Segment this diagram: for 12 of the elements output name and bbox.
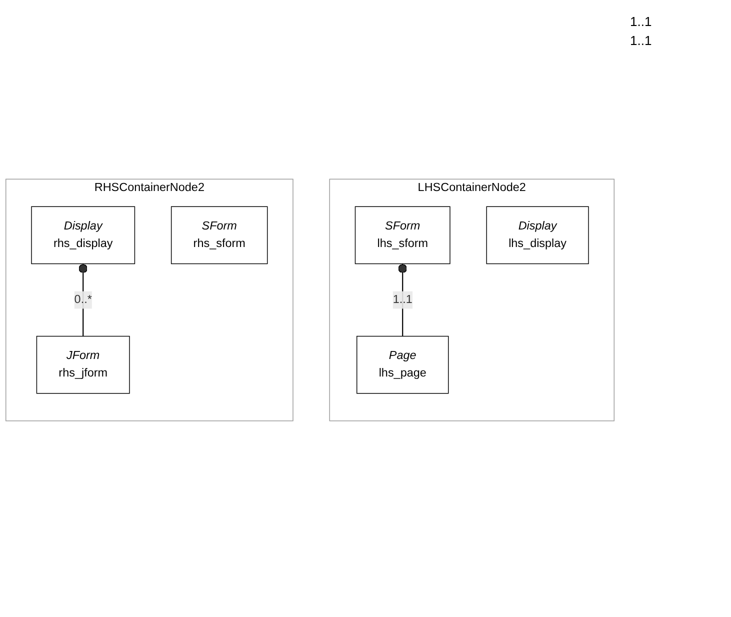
node-box: Page lhs_page	[356, 336, 449, 394]
connector	[398, 264, 408, 336]
node-box: SForm lhs_sform	[354, 206, 450, 264]
node-box: JForm rhs_jform	[36, 336, 130, 394]
node-box: Display rhs_display	[31, 206, 136, 264]
node-box: SForm rhs_sform	[170, 206, 268, 264]
multiplicity-label: 1..1	[630, 14, 652, 29]
edge-label: 0..*	[74, 293, 92, 306]
multiplicity-label: 1..1	[630, 33, 652, 48]
connector	[78, 264, 88, 336]
edge-label: 1..1	[392, 293, 412, 306]
node-box: Display lhs_display	[486, 206, 589, 264]
